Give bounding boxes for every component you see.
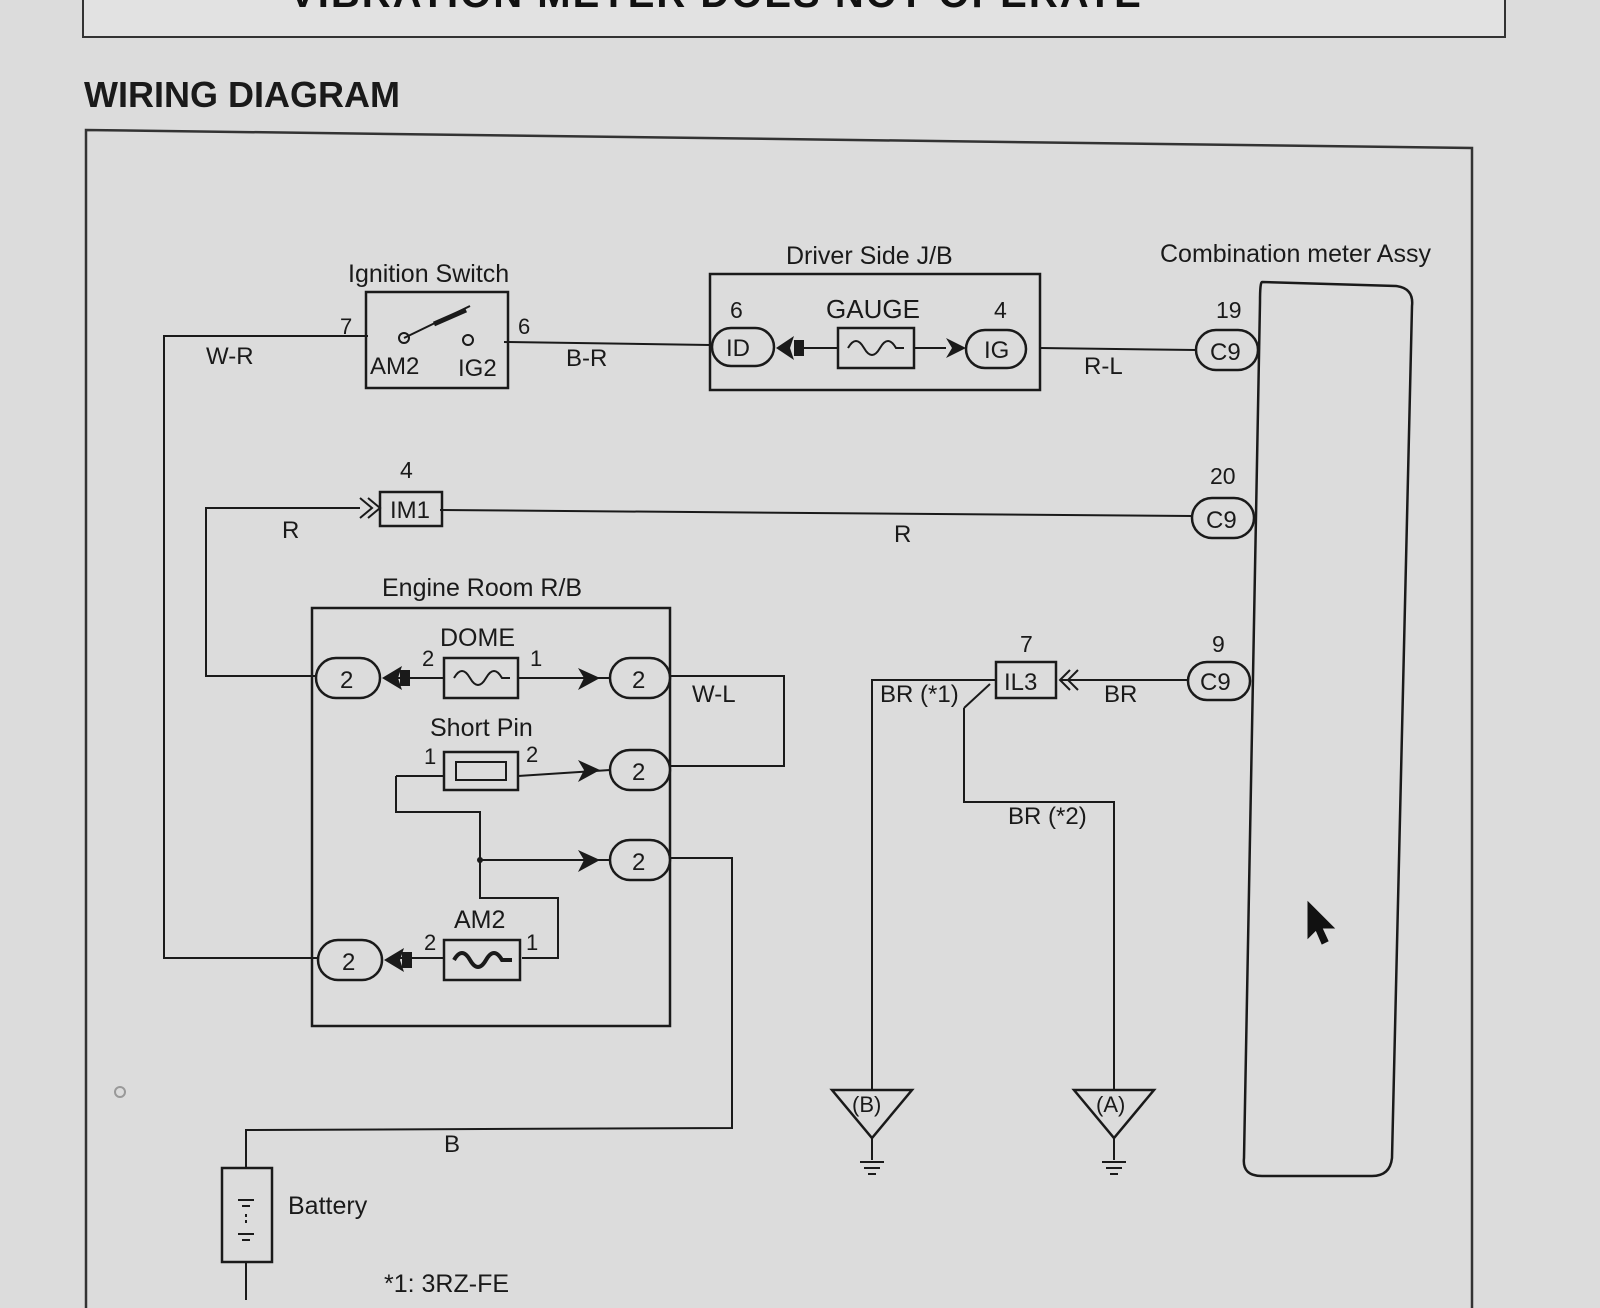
wire-label-w-r: W-R bbox=[206, 343, 254, 370]
wire-b-r bbox=[503, 341, 711, 346]
svg-text:(B): (B) bbox=[852, 1092, 881, 1117]
svg-text:2: 2 bbox=[342, 949, 355, 976]
svg-text:9: 9 bbox=[1212, 631, 1225, 657]
svg-text:19: 19 bbox=[1216, 297, 1242, 323]
svg-text:2: 2 bbox=[340, 667, 353, 694]
wire-r bbox=[205, 507, 360, 677]
svg-text:AM2: AM2 bbox=[370, 353, 419, 380]
top-title-frame: — VIBRATION METER DOES NOT OPERATE bbox=[82, 0, 1506, 38]
svg-text:2: 2 bbox=[632, 759, 645, 786]
mouse-pointer-icon bbox=[1307, 900, 1336, 945]
svg-text:2: 2 bbox=[632, 667, 645, 694]
meter-pin-20: 20 C9 bbox=[1190, 463, 1256, 540]
ignition-switch: Ignition Switch 7 6 AM2 IG2 bbox=[340, 260, 530, 390]
svg-text:6: 6 bbox=[518, 314, 530, 339]
svg-text:DOME: DOME bbox=[440, 624, 515, 652]
meter-pin-19: 19 C9 bbox=[1194, 297, 1260, 372]
svg-text:20: 20 bbox=[1210, 463, 1236, 489]
svg-text:IL3: IL3 bbox=[1004, 669, 1037, 696]
svg-text:C9: C9 bbox=[1200, 669, 1231, 696]
svg-text:2: 2 bbox=[422, 646, 434, 671]
svg-text:IG: IG bbox=[984, 337, 1009, 364]
svg-text:6: 6 bbox=[730, 297, 743, 323]
svg-text:2: 2 bbox=[526, 742, 538, 767]
svg-text:C9: C9 bbox=[1206, 507, 1237, 534]
svg-text:IG2: IG2 bbox=[458, 355, 497, 382]
wire-label-r-l: R-L bbox=[1084, 353, 1123, 380]
svg-text:7: 7 bbox=[340, 314, 352, 339]
wire-br-1 bbox=[871, 679, 996, 1090]
wire-r-l bbox=[1039, 347, 1197, 351]
wire-label-b-r: B-R bbox=[566, 345, 607, 372]
wire-w-l bbox=[666, 675, 785, 767]
svg-text:7: 7 bbox=[1020, 631, 1033, 657]
frame-title: — VIBRATION METER DOES NOT OPERATE bbox=[234, 0, 1143, 17]
svg-text:2: 2 bbox=[424, 930, 436, 955]
wire-label-br-2: BR (*2) bbox=[1008, 803, 1087, 830]
wire-label-r-left: R bbox=[282, 517, 299, 544]
wire-label-b: B bbox=[444, 1131, 460, 1158]
wire-label-br-1: BR (*1) bbox=[880, 681, 959, 708]
diagram-frame bbox=[84, 128, 1474, 1308]
svg-text:Engine Room R/B: Engine Room R/B bbox=[382, 574, 582, 602]
svg-text:1: 1 bbox=[526, 930, 538, 955]
il3-connector: 7 IL3 bbox=[994, 631, 1079, 700]
svg-text:Driver Side J/B: Driver Side J/B bbox=[786, 242, 953, 270]
svg-text:GAUGE: GAUGE bbox=[826, 294, 920, 324]
driver-side-jb: Driver Side J/B 6 GAUGE 4 ID IG bbox=[708, 242, 1042, 392]
svg-text:1: 1 bbox=[530, 646, 542, 671]
wire-label-br: BR bbox=[1104, 681, 1137, 708]
ground-b: (B) bbox=[829, 1088, 915, 1175]
battery: Battery bbox=[220, 1166, 368, 1264]
svg-text:Battery: Battery bbox=[288, 1192, 368, 1220]
svg-text:ID: ID bbox=[726, 335, 750, 362]
engine-room-rb: Engine Room R/B DOME 2 1 2 2 Short Pin 1… bbox=[310, 574, 672, 1028]
svg-text:1: 1 bbox=[424, 744, 436, 769]
im1-connector: 4 IM1 bbox=[359, 457, 444, 528]
svg-text:Combination meter Assy: Combination meter Assy bbox=[1160, 240, 1431, 268]
svg-text:4: 4 bbox=[400, 457, 413, 483]
wire-br-2 bbox=[963, 708, 1115, 1090]
section-title: WIRING DIAGRAM bbox=[84, 74, 400, 115]
ignition-switch-label: Ignition Switch bbox=[348, 260, 509, 288]
wire-label-w-l: W-L bbox=[692, 681, 736, 708]
svg-text:(A): (A) bbox=[1096, 1092, 1125, 1117]
svg-text:IM1: IM1 bbox=[390, 497, 430, 524]
svg-text:C9: C9 bbox=[1210, 339, 1241, 366]
svg-text:4: 4 bbox=[994, 297, 1007, 323]
svg-text:AM2: AM2 bbox=[454, 906, 505, 934]
wire-b bbox=[245, 857, 733, 1168]
svg-text:Short Pin: Short Pin bbox=[430, 714, 533, 742]
wire-labels: W-R B-R R-L R R W-L BR (*1) BR BR (*2) B bbox=[206, 343, 1137, 1158]
footnote: *1: 3RZ-FE bbox=[384, 1270, 509, 1298]
wire-label-r-mid: R bbox=[894, 521, 911, 548]
wire-w-r bbox=[163, 335, 368, 959]
meter-pin-9: 9 C9 bbox=[1186, 631, 1252, 702]
combination-meter: Combination meter Assy bbox=[1160, 240, 1431, 1178]
ground-a: (A) bbox=[1071, 1088, 1157, 1175]
wire-r-mid bbox=[439, 509, 1193, 517]
svg-text:2: 2 bbox=[632, 849, 645, 876]
